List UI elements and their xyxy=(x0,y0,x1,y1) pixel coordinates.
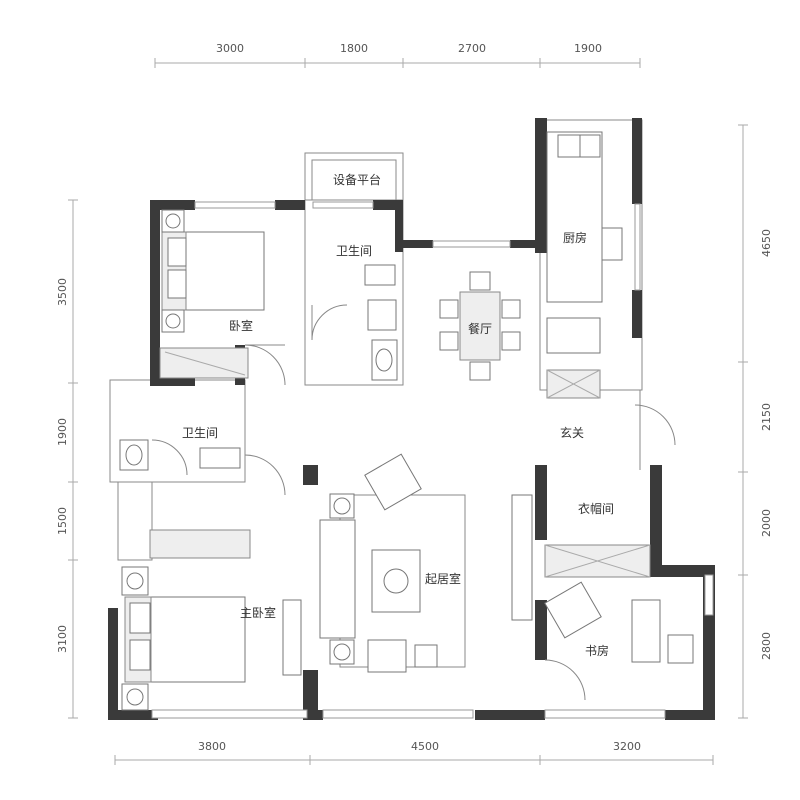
kitchen-furniture xyxy=(546,131,623,399)
top-dim-2: 1800 xyxy=(340,42,368,55)
top-dim-1: 3000 xyxy=(216,42,244,55)
label-kitchen: 厨房 xyxy=(563,230,587,245)
left-dim-4: 3100 xyxy=(56,625,69,653)
label-bathroom-upper: 卫生间 xyxy=(336,244,372,258)
right-dim-2: 2150 xyxy=(760,403,773,431)
toilet-icon xyxy=(364,264,396,286)
bottom-dim-3: 3200 xyxy=(613,740,641,753)
label-entrance: 玄关 xyxy=(560,425,584,440)
sofa-icon xyxy=(319,519,356,639)
doors xyxy=(151,304,676,701)
left-dim-3: 1500 xyxy=(56,507,69,535)
wardrobe-icon xyxy=(149,529,251,559)
bottom-dim-2: 4500 xyxy=(411,740,439,753)
living-room-furniture xyxy=(319,453,466,673)
label-bedroom: 卧室 xyxy=(229,318,253,333)
toilet-icon xyxy=(199,447,241,469)
label-bathroom-left: 卫生间 xyxy=(182,426,218,440)
top-dim-4: 1900 xyxy=(574,42,602,55)
bedroom-furniture xyxy=(159,209,265,379)
bathroom-upper-furniture xyxy=(364,264,398,381)
desk-icon xyxy=(631,599,661,663)
shoe-cabinet-icon xyxy=(511,494,533,621)
dining-table-icon xyxy=(439,271,521,381)
bathroom-left-furniture xyxy=(119,439,251,559)
armchair-icon xyxy=(544,581,602,639)
armchair-icon xyxy=(364,453,422,511)
left-dim-1: 3500 xyxy=(56,278,69,306)
study-furniture xyxy=(544,581,694,664)
tv-cabinet-icon xyxy=(282,599,302,676)
kitchen-counter-icon xyxy=(546,131,603,303)
top-dim-3: 2700 xyxy=(458,42,486,55)
label-dining: 餐厅 xyxy=(468,321,492,336)
label-master-bedroom: 主卧室 xyxy=(240,605,276,620)
right-dim-4: 2800 xyxy=(760,632,773,660)
label-study: 书房 xyxy=(585,643,609,658)
dimension-lines xyxy=(68,58,748,765)
master-bedroom-furniture xyxy=(121,566,302,711)
right-dim-3: 2000 xyxy=(760,509,773,537)
entrance-furniture xyxy=(511,494,651,621)
right-dim-1: 4650 xyxy=(760,229,773,257)
label-equipment-platform: 设备平台 xyxy=(333,172,381,187)
windows xyxy=(151,201,714,719)
label-cloakroom: 衣帽间 xyxy=(578,501,614,516)
label-living-room: 起居室 xyxy=(425,571,461,586)
left-dim-2: 1900 xyxy=(56,418,69,446)
chair-icon xyxy=(667,634,694,664)
bottom-dim-1: 3800 xyxy=(198,740,226,753)
